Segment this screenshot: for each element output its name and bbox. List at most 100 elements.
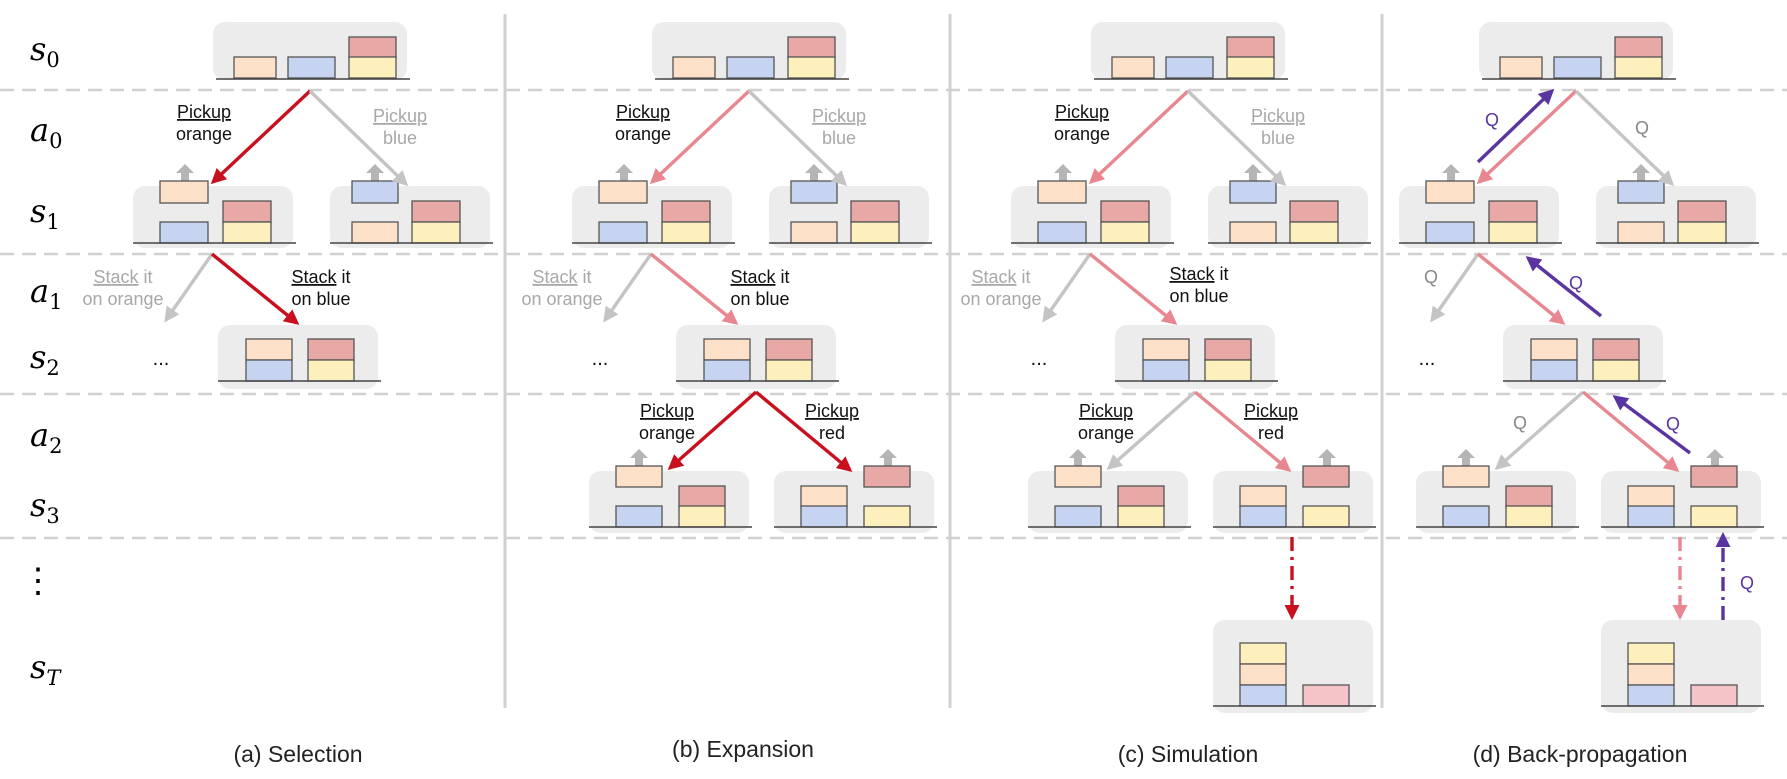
block-orange (1442, 465, 1490, 488)
ellipsis-more-nodes: ... (592, 348, 609, 370)
block-blue (1627, 684, 1675, 707)
q-label: Q (1635, 118, 1649, 138)
action-object: blue (383, 128, 417, 148)
edge-stack-on-orange (603, 253, 653, 323)
ellipsis-more-nodes: ... (1419, 348, 1436, 370)
block-yellow (1239, 642, 1287, 665)
block-red (1289, 200, 1339, 223)
block-orange (1627, 663, 1675, 686)
lift-arrow-icon (615, 164, 633, 181)
action-object: orange (615, 124, 671, 144)
block-pink (1690, 684, 1738, 707)
edge-backprop-q3 (1612, 395, 1692, 455)
action-verb: Pickup (373, 106, 427, 126)
action-verb: Pickup (616, 102, 670, 122)
block-blue (351, 180, 399, 204)
block-yellow (1488, 221, 1538, 244)
lift-arrow-icon (630, 449, 648, 466)
block-blue (1627, 505, 1675, 528)
action-verb: Pickup (1079, 401, 1133, 421)
block-blue (1142, 359, 1190, 382)
lift-arrow-icon (879, 449, 897, 466)
row-labels: s0 a0 s1 a1 s2 a2 s3 ⋮ sT (21, 30, 62, 690)
block-yellow (1117, 505, 1165, 528)
edge-pickup-orange (1088, 89, 1190, 185)
state-s2 (218, 325, 381, 389)
action-object: on blue (730, 289, 789, 309)
block-red (863, 465, 911, 488)
edge-backprop-q2 (1525, 256, 1603, 318)
block-orange (1239, 663, 1287, 686)
block-red (1117, 485, 1165, 508)
block-blue (598, 221, 648, 244)
action-verb: Stack it (730, 267, 789, 287)
row-label-s2: s2 (30, 338, 60, 380)
block-red (678, 485, 726, 508)
edge-pickup-orange (649, 89, 751, 185)
block-blue (1054, 505, 1102, 528)
block-yellow (1302, 505, 1350, 528)
lift-arrow-icon (1457, 449, 1475, 466)
block-red (307, 338, 355, 361)
action-object: red (819, 423, 845, 443)
block-red (1614, 36, 1663, 59)
action-object: orange (1054, 124, 1110, 144)
edge-stack-on-blue (1088, 252, 1178, 325)
block-orange (1229, 221, 1277, 244)
block-blue (1530, 359, 1578, 382)
state-s3-pickup-orange (1028, 449, 1191, 533)
lift-arrow-icon (1632, 164, 1650, 181)
action-verb: Stack it (1169, 264, 1228, 284)
block-yellow (1627, 642, 1675, 665)
block-orange (1627, 485, 1675, 508)
block-red (411, 200, 461, 223)
block-yellow (222, 221, 272, 244)
state-s1-pickup-blue (769, 164, 932, 248)
action-verb: Pickup (1251, 106, 1305, 126)
action-verb: Pickup (177, 102, 231, 122)
q-label-backprop: Q (1485, 110, 1499, 130)
caption-selection: (a) Selection (233, 741, 362, 767)
state-s3-pickup-red (1213, 449, 1376, 533)
edge-stack-on-blue (1476, 252, 1566, 325)
state-s1-pickup-blue (1208, 164, 1371, 248)
action-object: orange (1078, 423, 1134, 443)
block-yellow (1592, 359, 1640, 382)
edge-backprop-q1 (1476, 88, 1555, 164)
action-verb: Pickup (812, 106, 866, 126)
lift-arrow-icon (1069, 449, 1087, 466)
action-verb: Stack it (532, 267, 591, 287)
block-red (1505, 485, 1553, 508)
block-orange (1054, 465, 1102, 488)
edge-pickup-red (1581, 390, 1680, 472)
block-blue (1239, 684, 1287, 707)
q-label-backprop: Q (1569, 273, 1583, 293)
lift-arrow-icon (176, 164, 194, 181)
edge-pickup-blue (1186, 89, 1287, 187)
edge-pickup-orange-2 (1494, 390, 1585, 471)
block-yellow (1226, 56, 1275, 79)
action-verb: Pickup (1055, 102, 1109, 122)
block-orange (245, 338, 293, 361)
block-red (765, 338, 813, 361)
block-orange (1425, 180, 1475, 204)
block-yellow (1690, 505, 1738, 528)
block-red (661, 200, 711, 223)
block-blue (1229, 180, 1277, 204)
state-s2 (1115, 325, 1278, 389)
block-yellow (1289, 221, 1339, 244)
action-object: orange (176, 124, 232, 144)
state-sT (1213, 620, 1376, 713)
block-red (348, 36, 397, 59)
edge-pickup-blue (747, 89, 848, 187)
block-orange (1239, 485, 1287, 508)
row-label-s0: s0 (30, 30, 60, 72)
